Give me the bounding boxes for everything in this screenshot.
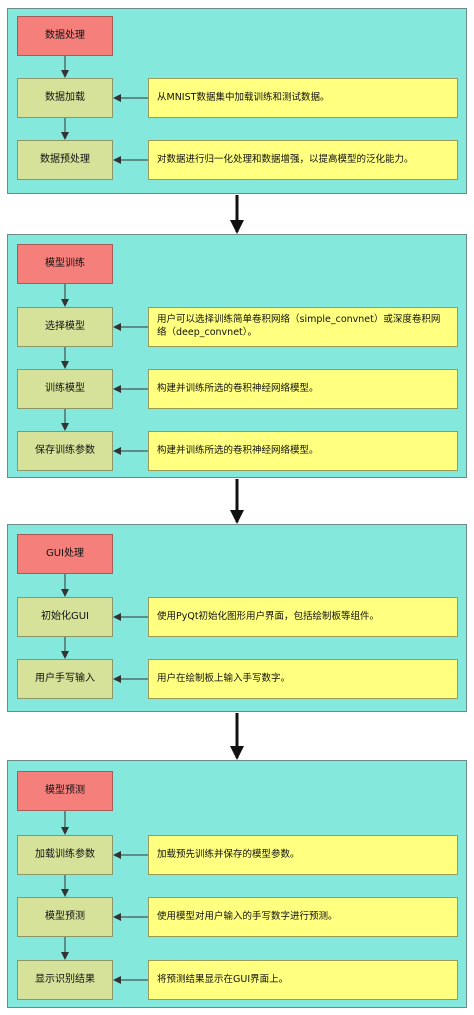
section-title-model-training: 模型训练 — [17, 244, 113, 284]
note-init-gui: 使用PyQt初始化图形用户界面，包括绘制板等组件。 — [148, 597, 458, 637]
step-select-model: 选择模型 — [17, 307, 113, 347]
note-load-params: 加载预先训练并保存的模型参数。 — [148, 835, 458, 875]
step-init-gui: 初始化GUI — [17, 597, 113, 637]
step-predict: 模型预测 — [17, 897, 113, 937]
section-title-gui: GUI处理 — [17, 534, 113, 574]
note-train-model: 构建并训练所选的卷积神经网络模型。 — [148, 369, 458, 409]
step-load-params: 加载训练参数 — [17, 835, 113, 875]
note-data-preprocessing: 对数据进行归一化处理和数据增强，以提高模型的泛化能力。 — [148, 140, 458, 180]
section-title-data-processing: 数据处理 — [17, 16, 113, 56]
note-data-loading: 从MNIST数据集中加载训练和测试数据。 — [148, 78, 458, 118]
step-data-loading: 数据加载 — [17, 78, 113, 118]
note-show-result: 将预测结果显示在GUI界面上。 — [148, 960, 458, 1000]
section-title-model-prediction: 模型预测 — [17, 771, 113, 811]
step-show-result: 显示识别结果 — [17, 960, 113, 1000]
note-select-model: 用户可以选择训练简单卷积网络（simple_convnet）或深度卷积网络（de… — [148, 307, 458, 347]
step-train-model: 训练模型 — [17, 369, 113, 409]
step-handwriting-input: 用户手写输入 — [17, 659, 113, 699]
note-predict: 使用模型对用户输入的手写数字进行预测。 — [148, 897, 458, 937]
note-save-params: 构建并训练所选的卷积神经网络模型。 — [148, 431, 458, 471]
step-save-params: 保存训练参数 — [17, 431, 113, 471]
step-data-preprocessing: 数据预处理 — [17, 140, 113, 180]
note-handwriting-input: 用户在绘制板上输入手写数字。 — [148, 659, 458, 699]
